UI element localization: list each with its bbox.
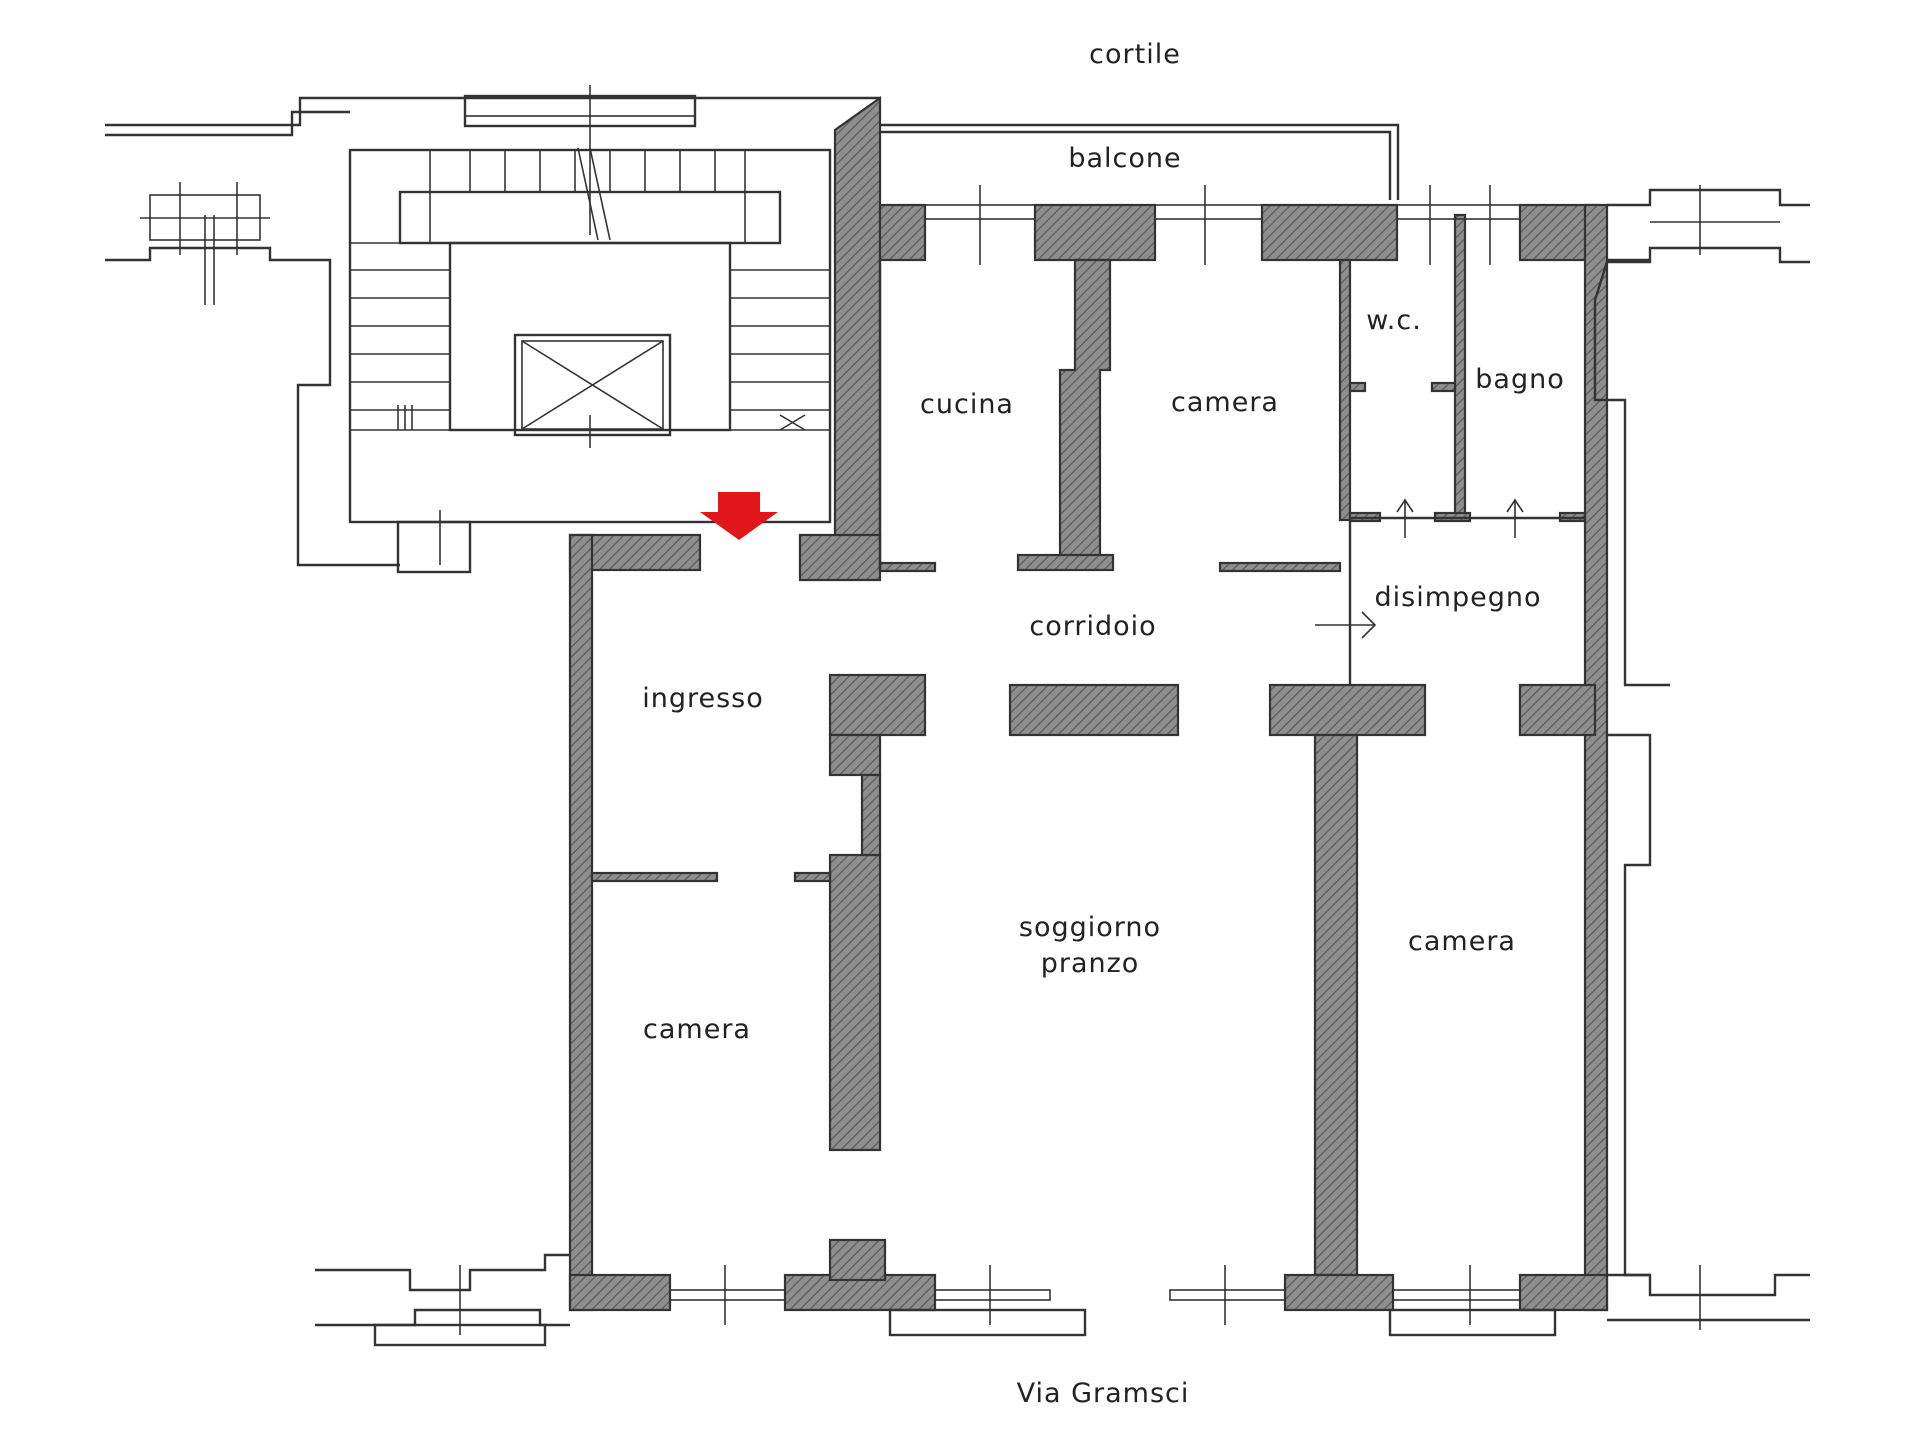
label-cucina: cucina: [920, 389, 1014, 420]
door-arrow-icon: [1315, 498, 1524, 639]
label-street: Via Gramsci: [1017, 1378, 1190, 1409]
entrance-arrow-icon: [700, 492, 778, 540]
elevator-cross-icon: [513, 333, 672, 448]
label-cortile: cortile: [1089, 39, 1181, 70]
balcony: [880, 123, 1400, 200]
stair-treads-left: [350, 242, 450, 411]
windows-bottom: [315, 1253, 1810, 1347]
label-camera-left: camera: [643, 1014, 751, 1045]
label-bagno: bagno: [1475, 364, 1564, 395]
interior-lines: [878, 258, 1650, 685]
walls: [568, 95, 1609, 1312]
label-corridoio: corridoio: [1029, 611, 1156, 642]
label-ingresso: ingresso: [642, 683, 764, 714]
label-pranzo: pranzo: [1041, 948, 1140, 979]
label-camera-right: camera: [1408, 926, 1516, 957]
label-balcone: balcone: [1068, 143, 1181, 174]
neighbour-left-outline: [105, 96, 880, 567]
label-camera-top: camera: [1171, 387, 1279, 418]
label-soggiorno: soggiorno: [1019, 912, 1161, 943]
label-disimpegno: disimpegno: [1374, 582, 1541, 613]
stair-treads-top: [429, 150, 746, 243]
windows-top: [924, 185, 1810, 265]
stair-treads-right: [730, 269, 830, 411]
stairwell: [348, 85, 832, 574]
label-wc: w.c.: [1366, 305, 1422, 336]
